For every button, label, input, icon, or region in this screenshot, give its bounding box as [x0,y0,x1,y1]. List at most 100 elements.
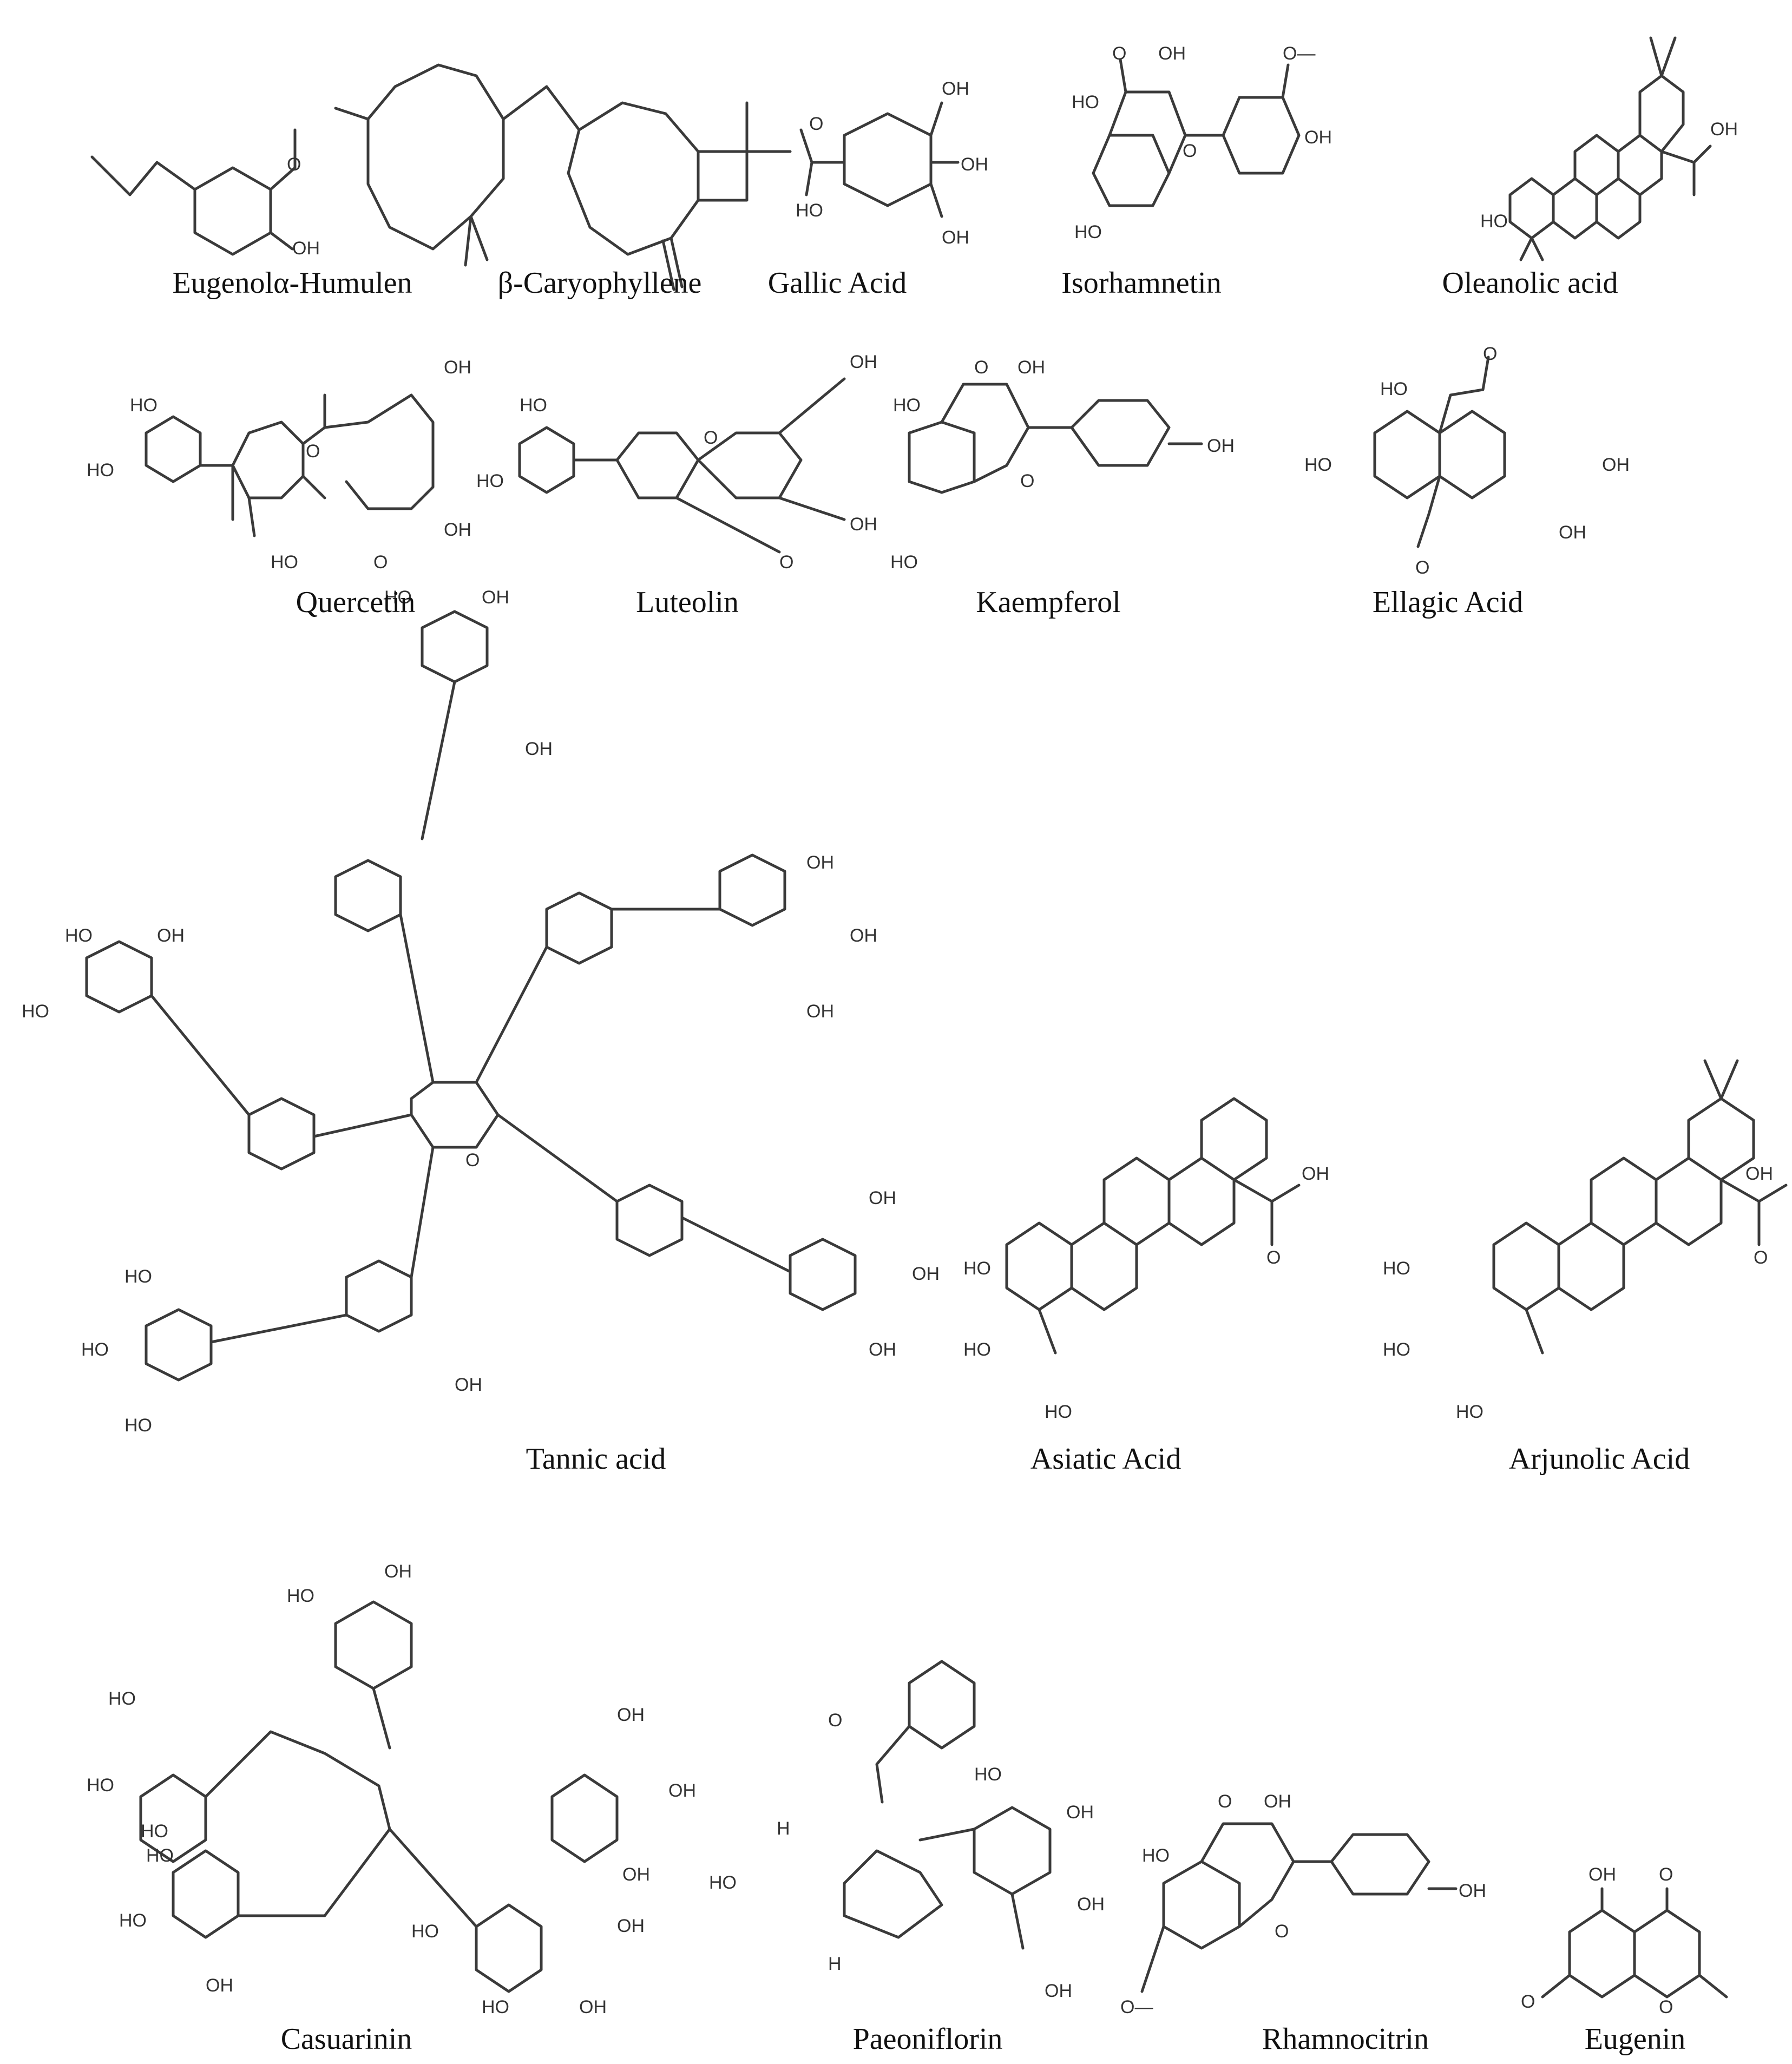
svg-text:OH: OH [525,739,553,759]
label-tannic-acid: Tannic acid [526,1442,666,1476]
svg-text:HO: HO [141,1821,168,1842]
label-eugenol-humulen: Eugenolα-Humulen [172,266,412,300]
paeoniflorin-structure: O HO HO OH OH OH H H [709,1660,1105,2001]
svg-text:OH: OH [206,1975,233,1996]
svg-text:O: O [1659,1997,1673,2017]
gallic-acid-structure: O HO OH OH OH [796,78,988,248]
svg-text:HO: HO [124,1266,152,1287]
svg-text:HO: HO [893,395,921,416]
svg-text:HO: HO [890,552,918,573]
svg-text:OH: OH [292,238,320,259]
svg-text:O: O [465,1150,480,1171]
svg-text:HO: HO [87,460,114,481]
svg-text:OH: OH [482,587,509,608]
rhamnocitrin-structure: O OH HO OH O— O [1120,1791,1486,2017]
svg-text:O: O [1483,344,1497,364]
svg-text:HO: HO [1456,1402,1484,1422]
svg-text:HO: HO [130,395,157,416]
label-caryophyllene: β-Caryophyllene [497,266,702,300]
svg-text:OH: OH [850,514,877,535]
svg-text:O: O [704,428,718,448]
svg-text:HO: HO [476,471,504,491]
svg-text:HO: HO [271,552,298,573]
svg-text:HO: HO [1142,1845,1170,1866]
tannic-acid-structure: HO OH OH HO OH HO OH OH OH OH OH OH HO H… [22,587,940,1436]
svg-text:OH: OH [869,1339,896,1360]
svg-text:OH: OH [157,925,185,946]
svg-text:O—: O— [1283,43,1315,64]
svg-text:O: O [779,552,793,573]
svg-text:OH: OH [1158,43,1186,64]
eugenol-structure: O OH [90,128,320,259]
arjunolic-acid-structure: OH O HO HO HO [1383,1059,1788,1422]
svg-text:OH: OH [579,1997,607,2017]
svg-text:O: O [1659,1864,1673,1885]
svg-text:HO: HO [963,1258,991,1279]
caryophyllene-structure [545,85,792,291]
svg-text:OH: OH [1264,1791,1291,1812]
svg-text:HO: HO [108,1688,136,1709]
luteolin-structure: HO HO OH OH O O [476,352,877,573]
svg-text:HO: HO [146,1845,174,1866]
svg-text:HO: HO [119,1910,147,1931]
casuarinin-structure: OH HO HO HO HO HO HO OH OH OH OH OH HO O… [87,1561,696,2017]
svg-text:HO: HO [1304,455,1332,475]
quercetin-structure: HO HO OH OH HO O O [87,357,471,573]
label-oleanolic-acid: Oleanolic acid [1442,266,1618,300]
svg-text:OH: OH [961,154,988,175]
label-luteolin: Luteolin [636,586,739,619]
svg-text:HO: HO [124,1415,152,1436]
svg-text:OH: OH [1018,357,1045,378]
svg-text:OH: OH [1588,1864,1616,1885]
svg-text:O: O [306,441,320,462]
label-quercetin: Quercetin [296,586,416,619]
svg-text:OH: OH [1710,119,1738,140]
svg-text:OH: OH [806,852,834,873]
svg-text:OH: OH [1304,127,1332,148]
svg-text:HO: HO [974,1764,1002,1785]
svg-text:O: O [1415,557,1429,578]
svg-text:OH: OH [942,227,969,248]
humulen-structure [334,63,548,267]
svg-text:O: O [1266,1247,1281,1268]
svg-text:OH: OH [869,1188,896,1208]
svg-text:HO: HO [87,1775,114,1796]
svg-text:H: H [777,1818,790,1839]
svg-text:HO: HO [963,1339,991,1360]
svg-text:HO: HO [22,1001,49,1022]
label-rhamnocitrin: Rhamnocitrin [1262,2022,1429,2056]
svg-text:O: O [828,1710,842,1731]
isorhamnetin-structure: O OH HO HO O— OH O [1072,43,1332,242]
asiatic-acid-structure: OH O HO HO HO [963,1097,1329,1422]
oleanolic-acid-structure: OH HO [1480,36,1738,261]
svg-text:OH: OH [850,925,877,946]
svg-text:HO: HO [411,1921,439,1942]
svg-text:OH: OH [1559,522,1586,543]
label-gallic-acid: Gallic Acid [767,266,907,300]
svg-text:O: O [1020,471,1034,491]
svg-text:HO: HO [1480,211,1508,232]
svg-text:O: O [287,154,301,175]
svg-text:OH: OH [622,1864,650,1885]
svg-text:OH: OH [1045,1981,1072,2001]
label-paeoniflorin: Paeoniflorin [852,2022,1003,2056]
svg-text:O: O [1754,1247,1768,1268]
svg-text:O: O [1112,43,1126,64]
svg-text:HO: HO [1383,1258,1410,1279]
svg-text:OH: OH [1745,1164,1773,1184]
svg-text:HO: HO [1072,92,1099,113]
label-isorhamnetin: Isorhamnetin [1061,266,1222,300]
kaempferol-structure: O OH HO HO OH O [890,357,1235,573]
svg-text:OH: OH [617,1705,645,1725]
svg-text:OH: OH [455,1375,482,1395]
ellagic-acid-structure: HO HO OH OH O O [1304,344,1630,578]
svg-text:OH: OH [912,1264,940,1284]
svg-text:OH: OH [806,1001,834,1022]
svg-text:O: O [974,357,988,378]
svg-text:HO: HO [1380,379,1408,399]
svg-text:HO: HO [796,200,823,221]
label-ellagic-acid: Ellagic Acid [1372,586,1524,619]
label-arjunolic-acid: Arjunolic Acid [1508,1442,1690,1476]
